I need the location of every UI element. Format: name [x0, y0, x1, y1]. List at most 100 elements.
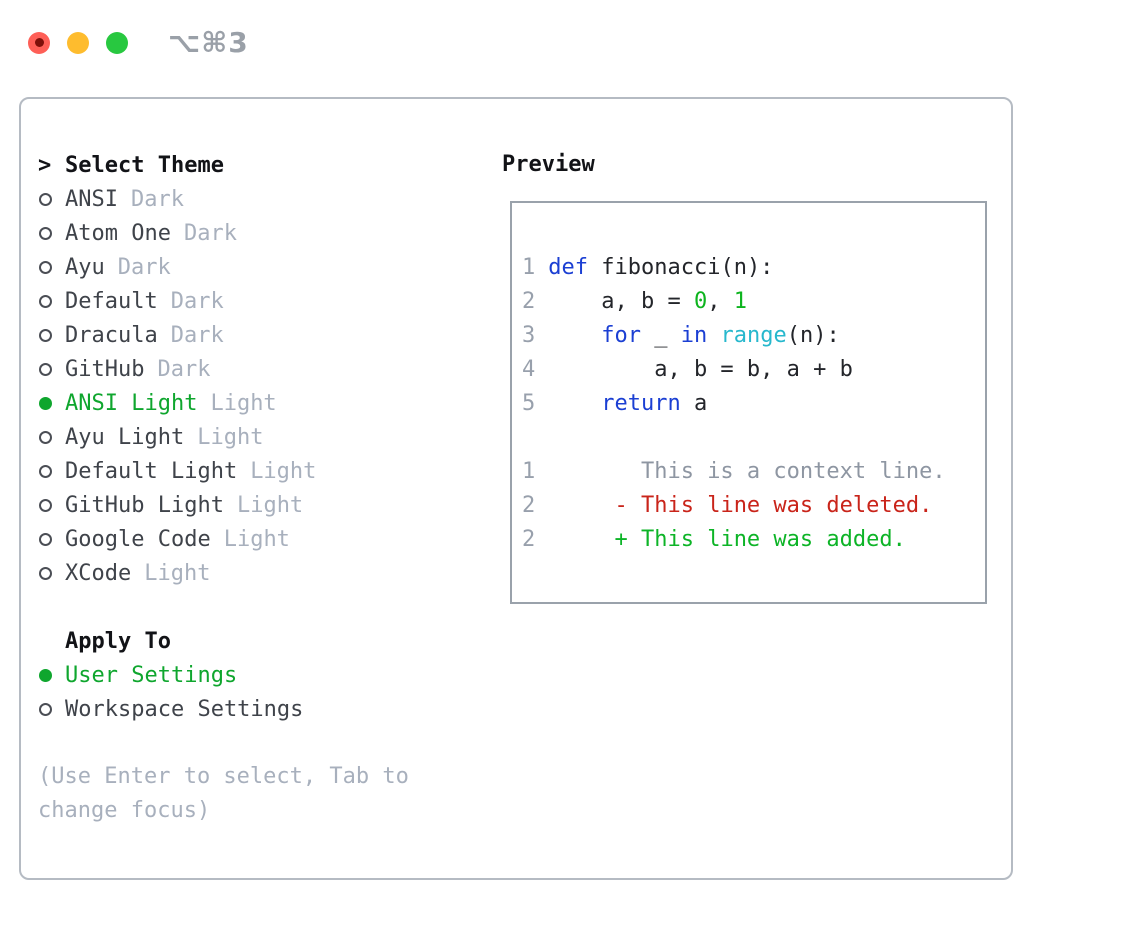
- code-line: 4 a, b = b, a + b: [522, 353, 977, 387]
- spacer: [38, 726, 450, 760]
- radio-cell: [38, 362, 65, 376]
- radio-icon: [39, 464, 52, 478]
- code-token: a, b = b, a + b: [548, 357, 853, 382]
- option-variant-badge: Light: [223, 526, 290, 552]
- option-label: Dracula: [65, 322, 158, 348]
- select-theme-header: > Select Theme: [38, 148, 450, 182]
- radio-cell: [38, 566, 65, 580]
- theme-option-xcode[interactable]: XCode Light: [38, 556, 450, 590]
- radio-cell: [38, 260, 65, 274]
- code-token: [707, 323, 720, 348]
- option-label: Google Code: [65, 526, 211, 552]
- line-number: 2: [522, 289, 536, 314]
- option-label: ANSI Light: [65, 390, 198, 416]
- radio-icon: [39, 532, 52, 546]
- option-variant-badge: Dark: [183, 220, 237, 246]
- radio-cell: [38, 668, 65, 682]
- code-line: 3 for _ in range(n):: [522, 319, 977, 353]
- traffic-lights: [28, 31, 128, 54]
- theme-option-google-code[interactable]: Google Code Light: [38, 522, 450, 556]
- radio-cell: [38, 430, 65, 444]
- radio-cell: [38, 294, 65, 308]
- radio-icon: [39, 226, 52, 240]
- radio-cell: [38, 328, 65, 342]
- line-number: 3: [522, 323, 536, 348]
- line-number: 1: [522, 459, 536, 484]
- theme-option-github[interactable]: GitHub Dark: [38, 352, 450, 386]
- apply-option-user-settings[interactable]: User Settings: [38, 658, 450, 692]
- code-token: (n):: [786, 323, 840, 348]
- radio-cell: [38, 226, 65, 240]
- code-token: 0: [693, 289, 708, 314]
- line-number: 2: [522, 493, 536, 518]
- option-label: User Settings: [65, 662, 238, 688]
- radio-selected-icon: [39, 668, 52, 682]
- option-label: GitHub: [65, 356, 145, 382]
- blank-line: [522, 421, 977, 455]
- code-token: range: [720, 323, 787, 348]
- code-token: [548, 493, 614, 518]
- radio-icon: [39, 192, 52, 206]
- code-line: 5 return a: [522, 387, 977, 421]
- option-variant-badge: Dark: [117, 254, 171, 280]
- radio-cell: [38, 702, 65, 716]
- radio-icon: [39, 702, 52, 716]
- code-token: [548, 323, 601, 348]
- zoom-button[interactable]: [106, 31, 128, 54]
- theme-option-github-light[interactable]: GitHub Light Light: [38, 488, 450, 522]
- radio-icon: [39, 362, 52, 376]
- line-number: 2: [522, 527, 536, 552]
- diff-line: 2 - This line was deleted.: [522, 489, 977, 523]
- code-token: This is a context line.: [548, 459, 946, 484]
- option-label: Ayu: [65, 254, 105, 280]
- option-variant-badge: Light: [144, 560, 211, 586]
- option-label: XCode: [65, 560, 132, 586]
- code-token: _: [640, 323, 681, 348]
- close-dot-icon: [34, 38, 44, 47]
- code-token: + This line was added.: [614, 527, 906, 552]
- radio-icon: [39, 430, 52, 444]
- spacer: [38, 590, 450, 624]
- radio-cell: [38, 192, 65, 206]
- theme-option-ayu[interactable]: Ayu Dark: [38, 250, 450, 284]
- option-label: Default Light: [65, 458, 238, 484]
- radio-icon: [39, 498, 52, 512]
- code-line: 2 a, b = 0, 1: [522, 285, 977, 319]
- option-label: Default: [65, 288, 158, 314]
- preview-title: Preview: [502, 152, 595, 177]
- code-token: 1: [733, 289, 747, 314]
- apply-option-workspace-settings[interactable]: Workspace Settings: [38, 692, 450, 726]
- radio-icon: [39, 328, 52, 342]
- diff-line: 1 This is a context line.: [522, 455, 977, 489]
- code-token: ,: [707, 289, 734, 314]
- option-variant-badge: Light: [236, 492, 304, 518]
- option-label: Workspace Settings: [65, 696, 304, 722]
- line-number: 1: [522, 255, 536, 280]
- option-variant-badge: Dark: [157, 356, 211, 382]
- minimize-button[interactable]: [67, 31, 89, 54]
- line-number: 5: [522, 391, 536, 416]
- code-token: return: [601, 391, 681, 416]
- option-label: Atom One: [65, 220, 171, 246]
- prompt-caret-icon: >: [38, 152, 52, 178]
- close-button[interactable]: [28, 31, 50, 54]
- theme-option-atom-one[interactable]: Atom One Dark: [38, 216, 450, 250]
- radio-icon: [39, 566, 52, 580]
- window-titlebar: ⌥⌘3: [28, 26, 249, 59]
- radio-cell: [38, 532, 65, 546]
- code-token: [548, 527, 614, 552]
- option-label: GitHub Light: [65, 492, 224, 518]
- window-title: ⌥⌘3: [168, 26, 249, 59]
